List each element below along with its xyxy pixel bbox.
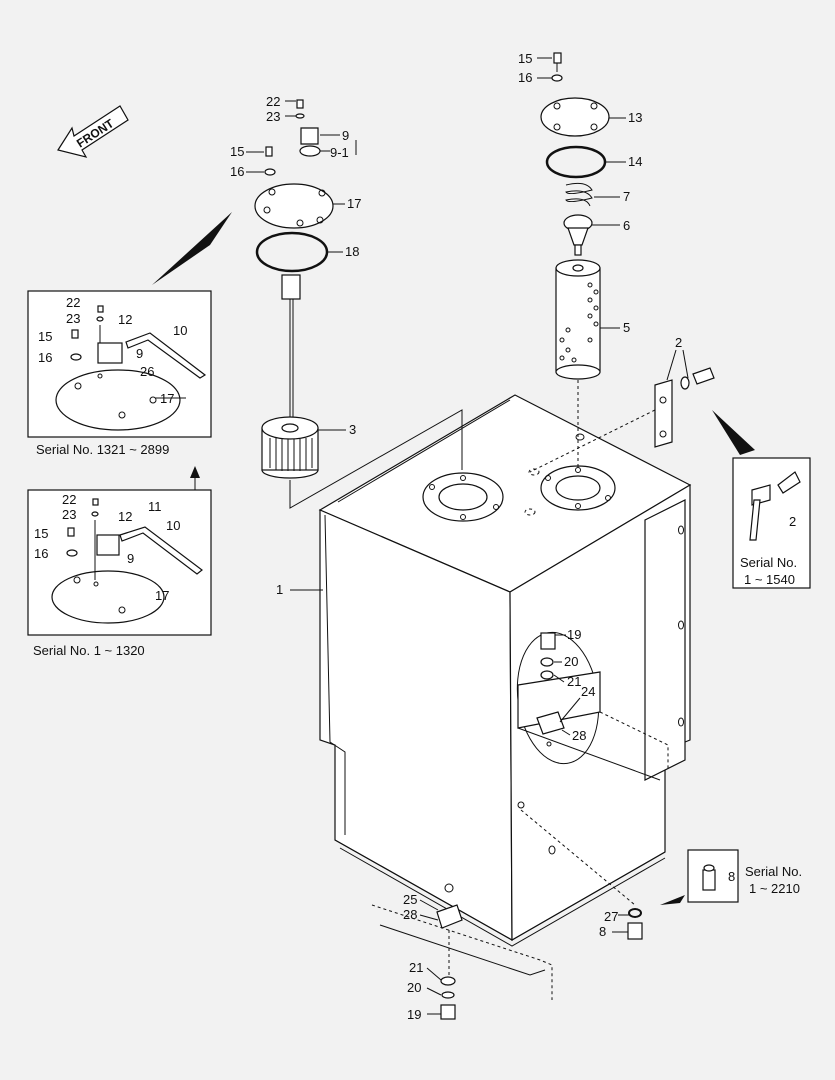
callout-23b: 23 [66, 311, 80, 326]
callout-20b: 20 [407, 980, 421, 995]
callout-12c: 12 [118, 509, 132, 524]
callout-28a: 28 [572, 728, 586, 743]
callout-20a: 20 [564, 654, 578, 669]
callout-22a: 22 [266, 94, 280, 109]
serial-no-a: Serial No. [740, 555, 797, 570]
filter-perforation [559, 282, 599, 363]
callout-9b: 9 [136, 346, 143, 361]
callout-2a: 2 [675, 335, 682, 350]
callout-16b: 16 [518, 70, 532, 85]
callout-3: 3 [349, 422, 356, 437]
callout-14: 14 [628, 154, 642, 169]
callout-10c: 10 [166, 518, 180, 533]
callout-19a: 19 [567, 627, 581, 642]
bottom-mount-parts [436, 883, 463, 1020]
callout-22b: 22 [66, 295, 80, 310]
inset-serial-1321-2899: Serial No. 1321 ~ 2899 [27, 212, 232, 490]
callout-13: 13 [628, 110, 642, 125]
callout-23a: 23 [266, 109, 280, 124]
hydraulic-tank [318, 394, 692, 1000]
serial-1-1320: Serial No. 1 ~ 1320 [33, 643, 145, 658]
drain-plug [520, 809, 643, 940]
callout-15c: 15 [38, 329, 52, 344]
callout-5: 5 [623, 320, 630, 335]
callout-15b: 15 [518, 51, 532, 66]
callout-9: 9 [342, 128, 349, 143]
callout-23c: 23 [62, 507, 76, 522]
callout-28b: 28 [403, 907, 417, 922]
inset-serial-1-1540: 2 Serial No. 1 ~ 1540 [712, 410, 811, 589]
filler-assembly [254, 99, 463, 509]
front-arrow: FRONT [57, 105, 129, 158]
callout-6: 6 [623, 218, 630, 233]
serial-1-1540: 1 ~ 1540 [744, 572, 795, 587]
callout-16a: 16 [230, 164, 244, 179]
serial-1321-2899: Serial No. 1321 ~ 2899 [36, 442, 169, 457]
callout-7: 7 [623, 189, 630, 204]
callout-21a: 21 [567, 674, 581, 689]
callout-17a: 17 [347, 196, 361, 211]
callout-21b: 21 [409, 960, 423, 975]
callout-15d: 15 [34, 526, 48, 541]
callout-17c: 17 [155, 588, 169, 603]
serial-no-b: Serial No. [745, 864, 802, 879]
callout-8b: 8 [599, 924, 606, 939]
mount-detail-parts [536, 632, 565, 747]
callout-10b: 10 [173, 323, 187, 338]
callout-17b: 17 [160, 391, 174, 406]
callout-16d: 16 [34, 546, 48, 561]
callout-18: 18 [345, 244, 359, 259]
return-filter-assembly [540, 52, 610, 470]
callout-12b: 12 [118, 312, 132, 327]
callout-27: 27 [604, 909, 618, 924]
callout-9-1: 9-1 [330, 145, 349, 160]
callout-22c: 22 [62, 492, 76, 507]
leader-lines [246, 57, 689, 1015]
callout-8a: 8 [728, 869, 735, 884]
callout-25: 25 [403, 892, 417, 907]
bracket-part-2 [529, 367, 715, 473]
callout-16c: 16 [38, 350, 52, 365]
callout-15a: 15 [230, 144, 244, 159]
serial-1-2210: 1 ~ 2210 [749, 881, 800, 896]
callout-24: 24 [581, 684, 595, 699]
callout-2b: 2 [789, 514, 796, 529]
callout-26: 26 [140, 364, 154, 379]
inset-serial-1-1320: Serial No. 1 ~ 1320 [27, 489, 212, 658]
callout-11: 11 [148, 499, 162, 514]
callout-9c: 9 [127, 551, 134, 566]
callout-1: 1 [276, 582, 283, 597]
inset-serial-1-2210: 8 Serial No. 1 ~ 2210 [660, 849, 802, 905]
callout-19b: 19 [407, 1007, 421, 1022]
